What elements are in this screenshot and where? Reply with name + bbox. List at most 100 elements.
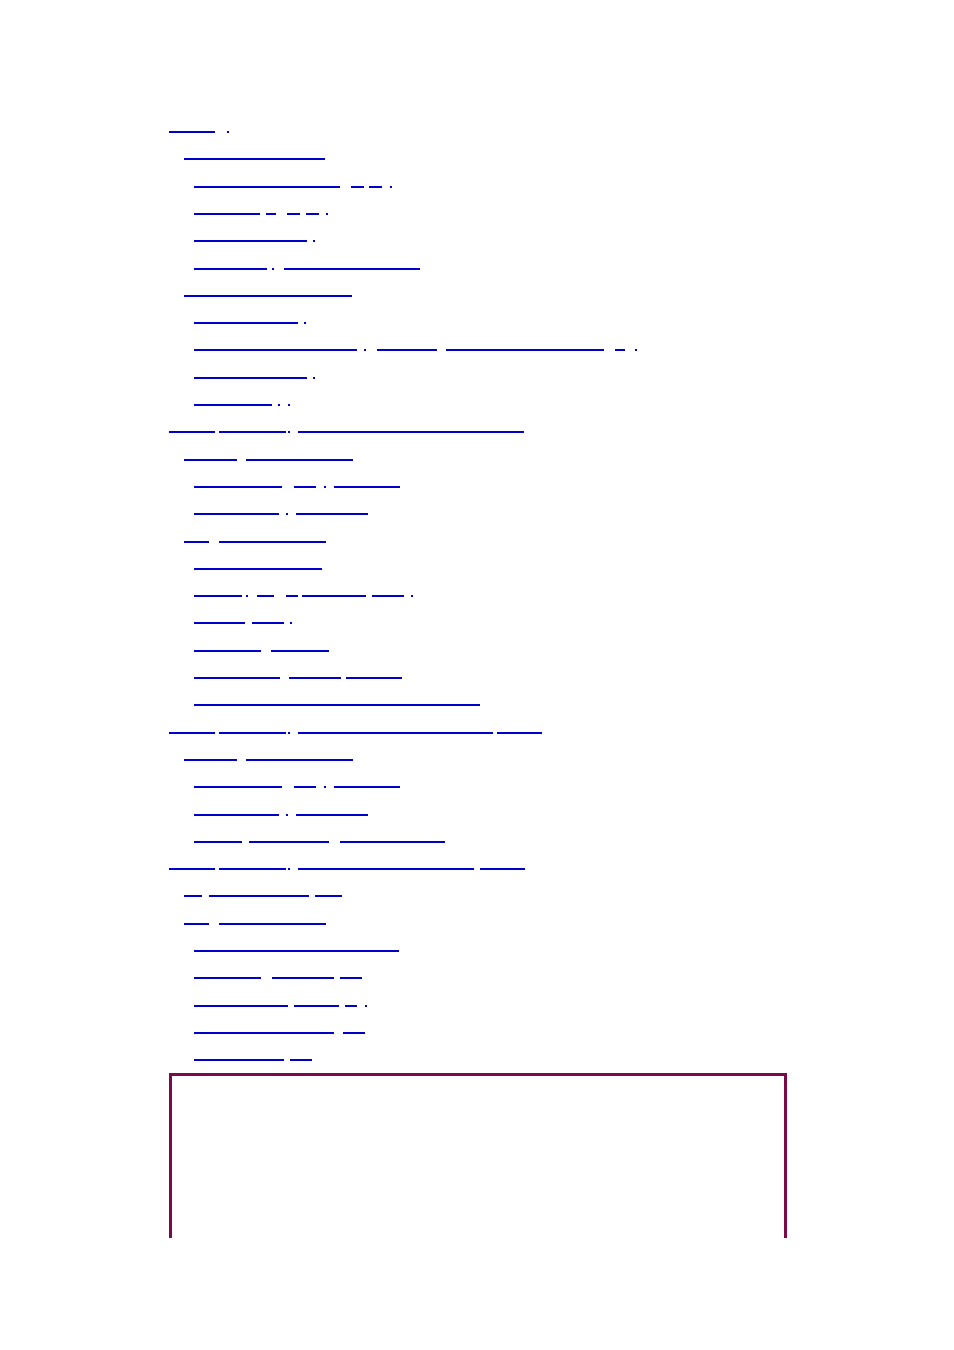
- toc-link-underline: [296, 814, 368, 816]
- toc-link-underline: [315, 895, 342, 897]
- toc-link-underline: [345, 1005, 357, 1007]
- toc-link-underline: [194, 240, 307, 242]
- toc-entry-link[interactable]: [194, 1005, 367, 1011]
- toc-entry-link[interactable]: [194, 240, 315, 246]
- toc-entry-link[interactable]: [194, 704, 480, 710]
- toc-dot-mark: [288, 404, 290, 406]
- toc-link-underline: [169, 431, 215, 433]
- toc-link-underline: [266, 213, 276, 215]
- toc-dot-mark: [278, 404, 280, 406]
- toc-dot-mark: [324, 786, 326, 788]
- toc-entry-link[interactable]: [169, 431, 524, 437]
- toc-entry-link[interactable]: [194, 950, 399, 956]
- toc-link-underline: [249, 841, 329, 843]
- toc-entry-link[interactable]: [194, 1032, 365, 1038]
- toc-link-underline: [194, 595, 242, 597]
- toc-link-underline: [194, 650, 261, 652]
- toc-entry-link[interactable]: [194, 622, 292, 628]
- toc-link-underline: [194, 186, 340, 188]
- toc-link-underline: [340, 977, 362, 979]
- toc-link-underline: [497, 732, 542, 734]
- toc-link-underline: [377, 349, 437, 351]
- toc-link-underline: [340, 841, 445, 843]
- toc-link-underline: [194, 622, 245, 624]
- toc-link-underline: [184, 759, 237, 761]
- toc-link-underline: [298, 868, 474, 870]
- toc-entry-link[interactable]: [184, 295, 352, 301]
- toc-link-underline: [184, 541, 209, 543]
- toc-link-underline: [184, 923, 209, 925]
- toc-link-underline: [287, 213, 300, 215]
- toc-entry-link[interactable]: [169, 732, 542, 738]
- toc-entry-link[interactable]: [194, 322, 306, 328]
- toc-link-underline: [334, 486, 400, 488]
- toc-link-underline: [334, 786, 400, 788]
- toc-link-underline: [290, 1059, 312, 1061]
- toc-entry-link[interactable]: [194, 595, 413, 601]
- toc-link-underline: [296, 513, 368, 515]
- toc-link-underline: [194, 1032, 334, 1034]
- toc-link-underline: [194, 268, 267, 270]
- toc-entry-link[interactable]: [169, 868, 525, 874]
- toc-dot-mark: [390, 186, 392, 188]
- toc-link-underline: [246, 459, 353, 461]
- toc-entry-link[interactable]: [184, 459, 353, 465]
- toc-entry-link[interactable]: [194, 349, 637, 355]
- toc-entry-link[interactable]: [194, 213, 328, 219]
- toc-link-underline: [194, 814, 279, 816]
- toc-link-underline: [194, 1059, 284, 1061]
- toc-entry-link[interactable]: [169, 131, 229, 137]
- toc-entry-link[interactable]: [194, 513, 368, 519]
- toc-entry-link[interactable]: [194, 186, 392, 192]
- toc-link-underline: [294, 486, 316, 488]
- toc-entry-link[interactable]: [194, 650, 329, 656]
- toc-entry-link[interactable]: [184, 759, 353, 765]
- toc-link-underline: [219, 732, 286, 734]
- toc-link-underline: [194, 349, 357, 351]
- toc-entry-link[interactable]: [194, 1059, 312, 1065]
- toc-link-underline: [194, 1005, 288, 1007]
- toc-link-underline: [351, 186, 364, 188]
- toc-dot-mark: [364, 349, 366, 351]
- toc-dot-mark: [288, 431, 290, 433]
- toc-entry-link[interactable]: [184, 541, 326, 547]
- toc-link-underline: [169, 732, 215, 734]
- toc-link-underline: [302, 595, 366, 597]
- toc-entry-link[interactable]: [194, 486, 400, 492]
- toc-link-underline: [446, 349, 604, 351]
- toc-link-underline: [184, 459, 237, 461]
- toc-entry-link[interactable]: [194, 841, 445, 847]
- toc-entry-link[interactable]: [194, 268, 420, 274]
- toc-dot-mark: [326, 213, 328, 215]
- toc-entry-link[interactable]: [194, 377, 315, 383]
- toc-entry-link[interactable]: [184, 923, 326, 929]
- toc-link-underline: [480, 868, 525, 870]
- toc-dot-mark: [286, 814, 288, 816]
- toc-link-underline: [169, 868, 215, 870]
- toc-entry-link[interactable]: [194, 404, 290, 410]
- toc-link-underline: [194, 977, 261, 979]
- toc-dot-mark: [246, 595, 248, 597]
- toc-link-underline: [194, 841, 242, 843]
- toc-entry-link[interactable]: [194, 977, 362, 983]
- toc-link-underline: [219, 923, 326, 925]
- toc-entry-link[interactable]: [194, 677, 402, 683]
- toc-entry-link[interactable]: [194, 814, 368, 820]
- toc-entry-link[interactable]: [194, 568, 322, 574]
- toc-entry-link[interactable]: [194, 786, 400, 792]
- toc-link-underline: [194, 377, 307, 379]
- toc-dot-mark: [272, 268, 274, 270]
- toc-dot-mark: [324, 486, 326, 488]
- toc-link-underline: [246, 759, 353, 761]
- toc-link-underline: [194, 213, 260, 215]
- toc-link-underline: [209, 895, 309, 897]
- toc-dot-mark: [365, 1005, 367, 1007]
- toc-link-underline: [372, 595, 404, 597]
- toc-dot-mark: [304, 322, 306, 324]
- toc-entry-link[interactable]: [184, 895, 342, 901]
- toc-link-underline: [346, 677, 402, 679]
- toc-entry-link[interactable]: [184, 158, 325, 164]
- toc-link-underline: [219, 431, 286, 433]
- toc-link-underline: [343, 1032, 365, 1034]
- toc-link-underline: [184, 295, 352, 297]
